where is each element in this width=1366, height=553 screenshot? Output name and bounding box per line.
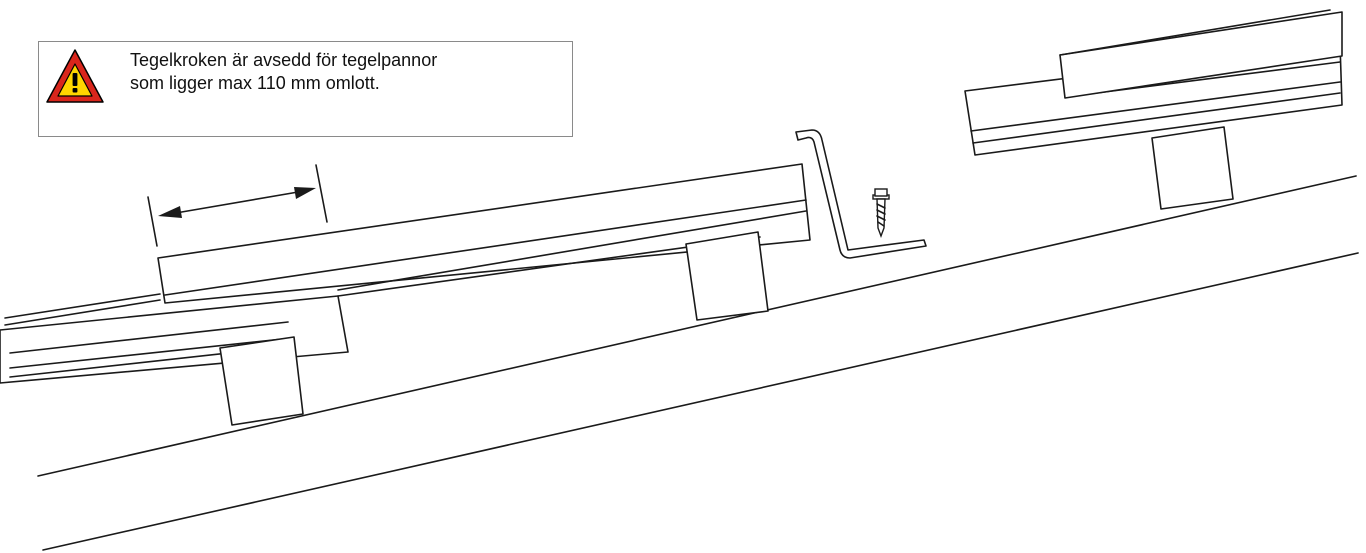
warning-box: Tegelkroken är avsedd för tegelpannor so…: [38, 41, 573, 137]
roof-tile-lower-left-edge-a: [9, 337, 293, 369]
roof-tile-middle-edge-a: [164, 199, 807, 296]
roof-tile-lower-left-edge-c: [9, 321, 289, 354]
dimension-extension-left: [147, 196, 158, 247]
screw-thread-4: [877, 221, 885, 227]
roof-tile-lower-left-body: [0, 295, 349, 384]
roof-tile-middle: [4, 163, 811, 326]
batten-upper-right: [1151, 126, 1234, 210]
roof-slope: [37, 175, 1359, 551]
roof-tile-middle-under-b: [4, 299, 161, 326]
overlap-dimension: [147, 164, 328, 247]
batten-middle: [685, 231, 769, 321]
screw: [872, 188, 890, 238]
roof-tile-upper-right-edge-b: [972, 92, 1341, 144]
warning-text-line-1: Tegelkroken är avsedd för tegelpannor: [130, 50, 438, 70]
roof-slope-line-upper: [37, 175, 1357, 477]
dimension-arrowhead-left: [158, 206, 182, 218]
screw-thread-1: [876, 203, 886, 209]
roof-tile-middle-body: [157, 163, 811, 304]
tile-hook: [795, 129, 927, 259]
roof-tile-upper-right-edge-a: [970, 81, 1341, 132]
roof-tile-middle-edge-b: [337, 210, 807, 291]
roof-tile-upper-right-top-body: [1059, 11, 1343, 99]
roof-tile-upper-right-ridge-line: [1059, 9, 1331, 56]
screw-thread-3: [876, 215, 886, 221]
dimension-arrowhead-right: [294, 187, 316, 199]
screw-head: [874, 188, 888, 197]
screw-thread-2: [876, 209, 886, 215]
roof-tile-upper-right: [964, 9, 1343, 156]
warning-text-line-2: som ligger max 110 mm omlott.: [130, 73, 380, 93]
roof-tile-middle-under-a: [4, 293, 161, 319]
warning-text: Tegelkroken är avsedd för tegelpannor so…: [130, 49, 560, 95]
dimension-extension-right: [315, 164, 328, 223]
dimension-line: [169, 190, 305, 215]
batten-lower-left: [219, 336, 304, 426]
roof-slope-line-lower: [42, 252, 1359, 551]
warning-triangle-icon: [46, 49, 104, 103]
